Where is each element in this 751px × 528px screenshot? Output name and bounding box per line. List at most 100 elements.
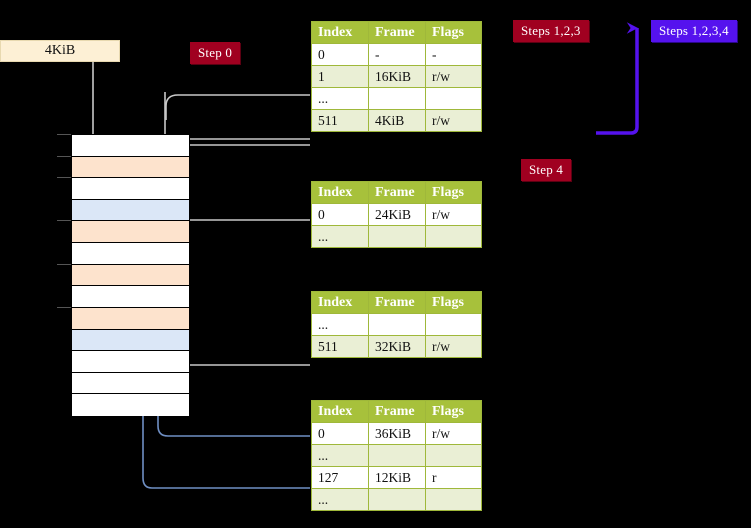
cell-index: 511 [311,335,369,358]
table-header-row: Index Frame Flags [311,291,482,314]
memory-tick [57,263,71,265]
cell-flags [425,488,482,511]
memory-frame-row [72,372,189,395]
frame-size-box: 4KiB [0,40,120,62]
table-row: ... [311,87,482,110]
badge-step-0-label: Step 0 [198,45,233,60]
memory-tick [57,155,71,157]
memory-frame-row [72,286,189,308]
cell-flags [425,225,482,248]
cell-index: 511 [311,109,369,132]
col-flags: Flags [425,181,482,204]
col-flags: Flags [425,291,482,314]
col-flags: Flags [425,21,482,44]
cell-index: ... [311,87,369,110]
badge-steps-1234: Steps 1,2,3,4 [651,20,737,42]
col-index: Index [311,181,369,204]
cell-index: ... [311,225,369,248]
cell-flags [425,87,482,110]
memory-frame-row [72,135,189,157]
memory-tick [57,220,71,222]
table-row: ... [311,488,482,511]
cell-index: ... [311,488,369,511]
wire-steps-bracket [596,22,639,135]
physical-memory-grid [71,134,190,416]
cell-index: ... [311,313,369,336]
cell-flags: r/w [425,203,482,226]
col-frame: Frame [368,181,426,204]
cell-flags [425,313,482,336]
badge-steps-123-label: Steps 1,2,3 [521,23,581,38]
cell-frame [368,444,426,467]
cell-frame [368,87,426,110]
wire-t2-hook [177,219,310,260]
cell-flags: - [425,43,482,66]
cell-frame: 36KiB [368,422,426,445]
cell-flags: r/w [425,109,482,132]
memory-frame-row [72,307,189,330]
cell-frame [368,313,426,336]
table-row: ... [311,313,482,336]
cell-index: ... [311,444,369,467]
col-index: Index [311,291,369,314]
col-index: Index [311,21,369,44]
table-row: 0-- [311,43,482,66]
frame-size-label: 4KiB [44,43,76,58]
memory-frame-row [72,351,189,373]
badge-step-0: Step 0 [190,42,241,64]
table-header-row: Index Frame Flags [311,400,482,423]
memory-frame-row [72,156,189,179]
col-index: Index [311,400,369,423]
cell-frame: 12KiB [368,466,426,489]
cell-index: 127 [311,466,369,489]
badge-steps-123: Steps 1,2,3 [513,20,589,42]
cell-frame: 32KiB [368,335,426,358]
cell-flags: r [425,466,482,489]
memory-tick [57,134,71,135]
cell-frame [368,225,426,248]
memory-frame-row [72,199,189,222]
wire-t1-511 [171,138,310,224]
table-row: ... [311,225,482,248]
cell-index: 0 [311,43,369,66]
wire-t1-hook-a [177,144,310,167]
wire-t3-hook [171,303,310,366]
memory-frame-row [72,264,189,287]
memory-frame-row [72,394,189,416]
badge-steps-1234-label: Steps 1,2,3,4 [659,23,729,38]
col-frame: Frame [368,291,426,314]
cell-flags: r/w [425,335,482,358]
memory-tick [57,177,71,179]
memory-frame-row [72,178,189,200]
cell-index: 0 [311,422,369,445]
col-frame: Frame [368,21,426,44]
memory-frame-row [72,243,189,265]
col-frame: Frame [368,400,426,423]
col-flags: Flags [425,400,482,423]
memory-frame-row [72,221,189,244]
badge-step-4-label: Step 4 [529,162,564,177]
cell-flags: r/w [425,422,482,445]
table-row: ... [311,444,482,467]
wire-t1-top-in [165,94,310,120]
cell-frame: 24KiB [368,203,426,226]
badge-step-4: Step 4 [521,159,572,181]
memory-tick [57,306,71,308]
cell-index: 0 [311,203,369,226]
cell-frame: 4KiB [368,109,426,132]
cell-flags [425,444,482,467]
cell-index: 1 [311,65,369,88]
cell-frame: 16KiB [368,65,426,88]
cell-flags: r/w [425,65,482,88]
